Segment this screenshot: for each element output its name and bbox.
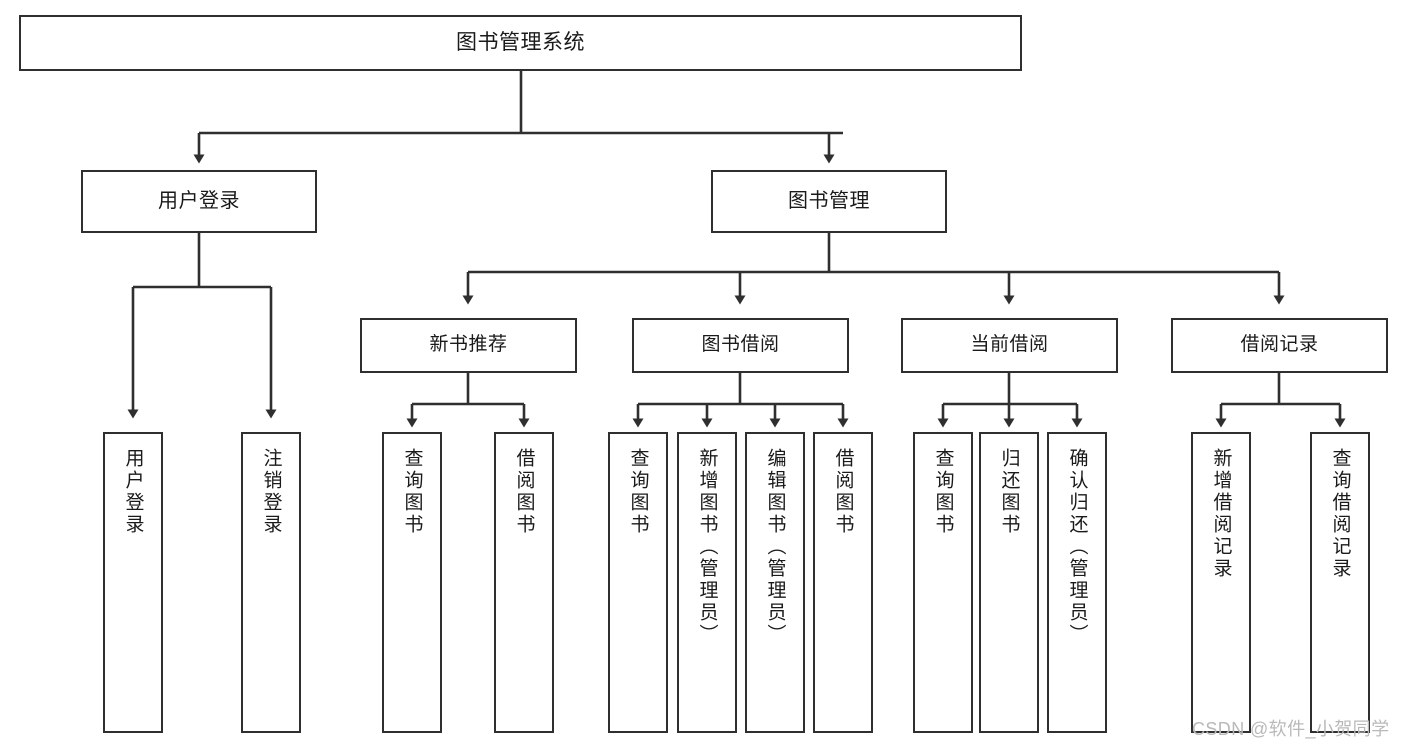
node-leaf-query-book-3-label: 查询图书 [932, 448, 954, 536]
node-leaf-confirm-return-label: 确认归还（管理员） [1066, 448, 1088, 646]
node-leaf-borrow-book-2[interactable]: 借阅图书 [813, 432, 873, 733]
node-leaf-query-book-1-label: 查询图书 [401, 448, 423, 536]
node-user-login-label: 用户登录 [158, 189, 240, 212]
node-book-borrow-label: 图书借阅 [701, 334, 780, 356]
node-book-manage[interactable]: 图书管理 [711, 170, 947, 233]
node-leaf-user-login-label: 用户登录 [122, 448, 144, 536]
node-leaf-query-record[interactable]: 查询借阅记录 [1310, 432, 1370, 733]
node-leaf-query-book-2-label: 查询图书 [627, 448, 649, 536]
node-leaf-logout-label: 注销登录 [260, 448, 282, 536]
node-borrow-record-label: 借阅记录 [1240, 334, 1319, 356]
node-leaf-return-book[interactable]: 归还图书 [979, 432, 1039, 733]
node-leaf-query-book-2[interactable]: 查询图书 [608, 432, 668, 733]
node-leaf-borrow-book-1[interactable]: 借阅图书 [494, 432, 554, 733]
node-leaf-edit-book[interactable]: 编辑图书（管理员） [745, 432, 805, 733]
node-leaf-return-book-label: 归还图书 [998, 448, 1020, 536]
node-leaf-query-record-label: 查询借阅记录 [1329, 448, 1351, 580]
node-root[interactable]: 图书管理系统 [19, 15, 1022, 71]
watermark-text: CSDN @软件_小贺同学 [1192, 719, 1390, 739]
node-root-label: 图书管理系统 [456, 30, 585, 54]
node-leaf-edit-book-label: 编辑图书（管理员） [764, 448, 786, 646]
node-leaf-add-record-label: 新增借阅记录 [1210, 448, 1232, 580]
node-leaf-logout[interactable]: 注销登录 [241, 432, 301, 733]
node-new-book-rec[interactable]: 新书推荐 [360, 318, 577, 373]
node-leaf-add-record[interactable]: 新增借阅记录 [1191, 432, 1251, 733]
node-book-manage-label: 图书管理 [788, 189, 870, 212]
node-leaf-borrow-book-1-label: 借阅图书 [513, 448, 535, 536]
node-leaf-confirm-return[interactable]: 确认归还（管理员） [1047, 432, 1107, 733]
node-user-login[interactable]: 用户登录 [81, 170, 317, 233]
node-current-borrow[interactable]: 当前借阅 [901, 318, 1118, 373]
node-borrow-record[interactable]: 借阅记录 [1171, 318, 1388, 373]
node-book-borrow[interactable]: 图书借阅 [632, 318, 849, 373]
node-leaf-add-book[interactable]: 新增图书（管理员） [677, 432, 737, 733]
node-leaf-user-login[interactable]: 用户登录 [103, 432, 163, 733]
node-new-book-rec-label: 新书推荐 [429, 334, 508, 356]
node-leaf-borrow-book-2-label: 借阅图书 [832, 448, 854, 536]
node-leaf-query-book-3[interactable]: 查询图书 [913, 432, 973, 733]
node-current-borrow-label: 当前借阅 [970, 334, 1049, 356]
node-leaf-query-book-1[interactable]: 查询图书 [382, 432, 442, 733]
node-leaf-add-book-label: 新增图书（管理员） [696, 448, 718, 646]
